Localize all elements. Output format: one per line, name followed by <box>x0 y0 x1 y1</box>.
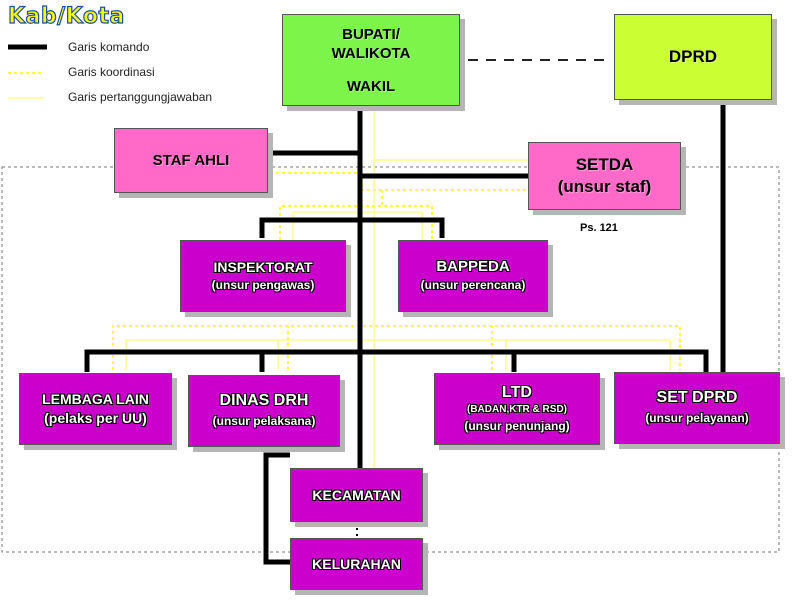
legend-command-label: Garis komando <box>68 40 150 54</box>
dprd-label: DPRD <box>668 47 718 66</box>
bupati-title-line3: WAKIL <box>346 77 396 95</box>
bupati-title-line1: BUPATI/ <box>342 25 400 43</box>
command-lines <box>84 95 726 565</box>
setda-sublabel: (unsur staf) <box>557 177 652 196</box>
legend-coordination-label: Garis koordinasi <box>68 65 155 79</box>
lembaga-lain-box: LEMBAGA LAIN (pelaks per UU) <box>19 373 172 445</box>
kelurahan-label: KELURAHAN <box>312 556 401 572</box>
dinas-sublabel: (unsur pelaksana) <box>212 414 316 428</box>
dinas-label: DINAS DRH <box>219 392 309 409</box>
inspektorat-sublabel: (unsur pengawas) <box>211 278 315 292</box>
coordination-lines <box>112 172 681 370</box>
inspektorat-label: INSPEKTORAT <box>213 259 313 275</box>
legend-responsibility-label: Garis pertanggungjawaban <box>68 90 213 104</box>
kecamatan-box: KECAMATAN <box>290 468 423 522</box>
set-dprd-sublabel: (unsur pelayanan) <box>645 411 749 425</box>
bappeda-box: BAPPEDA (unsur perencana) <box>398 240 548 312</box>
dprd-box: DPRD <box>614 14 772 100</box>
set-dprd-box: SET DPRD (unsur pelayanan) <box>614 372 780 444</box>
setda-label: SETDA <box>575 155 634 174</box>
lembaga-lain-label: LEMBAGA LAIN <box>42 391 149 407</box>
bappeda-label: BAPPEDA <box>436 258 510 275</box>
kelurahan-box: KELURAHAN <box>290 538 423 590</box>
setda-box: SETDA (unsur staf) <box>528 142 681 210</box>
ltd-label: LTD <box>502 383 532 401</box>
chart-title: Kab/Kota <box>7 3 125 29</box>
staf-ahli-label: STAF AHLI <box>152 152 230 169</box>
ltd-box: LTD (BADAN,KTR & RSD) (unsur penunjang) <box>434 373 600 445</box>
ltd-detail: (BADAN,KTR & RSD) <box>467 403 567 415</box>
dinas-drh-box: DINAS DRH (unsur pelaksana) <box>188 375 340 447</box>
legal-reference-note: Ps. 121 <box>580 222 618 234</box>
inspektorat-box: INSPEKTORAT (unsur pengawas) <box>180 240 346 312</box>
bappeda-sublabel: (unsur perencana) <box>420 278 526 292</box>
lembaga-lain-sublabel: (pelaks per UU) <box>44 410 147 426</box>
bupati-title-line2: WALIKOTA <box>331 44 411 62</box>
staf-ahli-box: STAF AHLI <box>114 128 268 193</box>
ltd-sublabel: (unsur penunjang) <box>464 418 570 433</box>
set-dprd-label: SET DPRD <box>656 389 738 406</box>
bupati-walikota-box: BUPATI/ WALIKOTA WAKIL <box>282 14 460 106</box>
kecamatan-label: KECAMATAN <box>312 487 401 503</box>
